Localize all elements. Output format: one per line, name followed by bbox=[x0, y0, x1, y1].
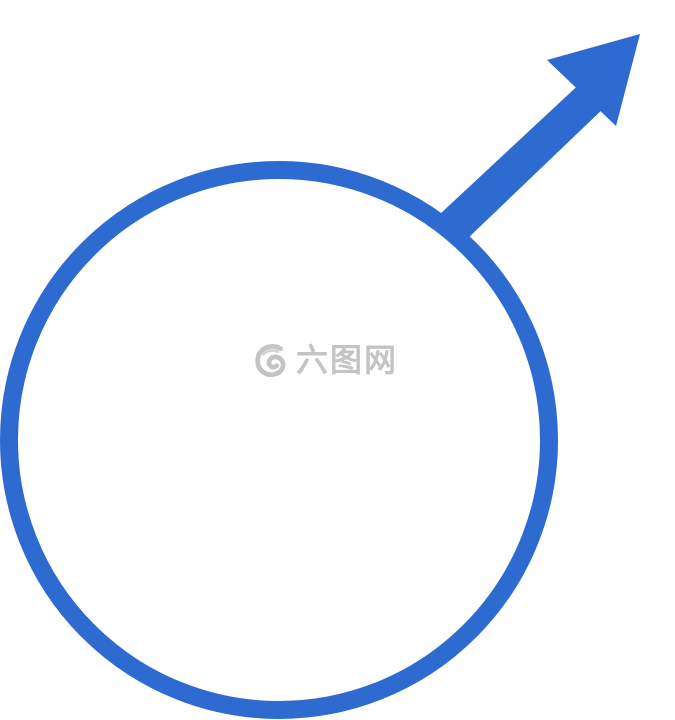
ring bbox=[0, 161, 558, 719]
watermark-text: 六图网 bbox=[296, 341, 399, 379]
arrow-head bbox=[547, 34, 640, 126]
arrow-shaft bbox=[440, 78, 606, 240]
watermark: 六图网 bbox=[252, 340, 398, 380]
swirl-logo-icon bbox=[255, 344, 286, 378]
